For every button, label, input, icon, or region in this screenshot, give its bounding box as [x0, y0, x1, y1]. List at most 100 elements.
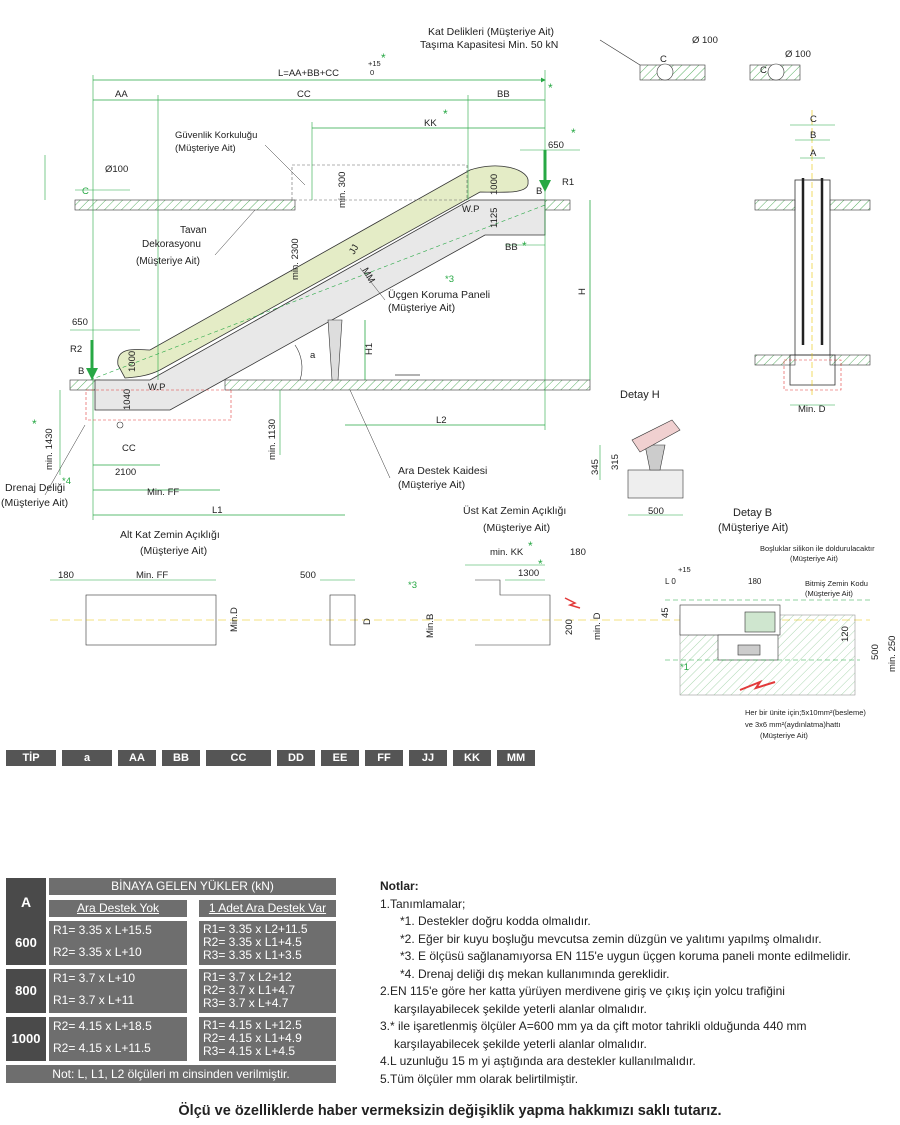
- label-bitmis: Bitmiş Zemin Kodu: [805, 579, 868, 588]
- label-detay-b: Detay B: [733, 507, 772, 519]
- label-l2: L2: [436, 415, 447, 426]
- escalator-truss: [94, 199, 546, 411]
- load-row-600-right: R1= 3.35 x L2+11.5 R2= 3.35 x L1+4.5 R3=…: [199, 921, 336, 965]
- label-2100: 2100: [115, 467, 136, 478]
- load-row-600-left: R1= 3.35 x L+15.5 R2= 3.35 x L+10: [49, 921, 187, 965]
- footer-disclaimer: Ölçü ve özelliklerde haber vermeksizin d…: [178, 1103, 722, 1119]
- load-row-800-right: R1= 3.7 x L2+12 R2= 3.7 x L1+4.7 R3= 3.7…: [199, 969, 336, 1013]
- header-col-aa: AA: [118, 750, 156, 766]
- label-aa: AA: [115, 89, 128, 100]
- label-d-alt: D: [362, 618, 373, 625]
- label-650-top: 650: [548, 140, 564, 151]
- label-cc: CC: [297, 89, 311, 100]
- load-row-600-type: 600: [6, 921, 46, 965]
- load-row-600-right-2: R2= 3.35 x L1+4.5: [203, 935, 302, 949]
- load-row-600-left-1: R1= 3.35 x L+15.5: [53, 923, 152, 937]
- label-n1: *1: [680, 662, 689, 673]
- load-row-800-type: 800: [6, 969, 46, 1013]
- label-cc-low: CC: [122, 443, 136, 454]
- label-tavan: Tavan: [180, 225, 207, 236]
- label-zero: 0: [370, 68, 374, 77]
- note-3b: karşılayabilecek şekilde yeterli alanlar…: [394, 1036, 647, 1051]
- label-alt-kat-owner: (Müşteriye Ait): [140, 545, 207, 557]
- star-4: *: [571, 126, 576, 140]
- label-guvenlik: Güvenlik Korkuluğu: [175, 130, 257, 141]
- load-table-a: A: [6, 878, 46, 927]
- notes-title: Notlar:: [380, 879, 419, 893]
- label-500-h: 500: [648, 506, 664, 517]
- load-row-1000-left-1: R2= 4.15 x L+18.5: [53, 1019, 152, 1033]
- note-1-2: *2. Eğer bir kuyu boşluğu mevcutsa zemin…: [400, 931, 822, 946]
- note-1-1: *1. Destekler doğru kodda olmalıdır.: [400, 914, 591, 928]
- load-row-1000-right-3: R3= 4.15 x L+4.5: [203, 1044, 296, 1058]
- label-alt-kat: Alt Kat Zemin Açıklığı: [120, 529, 220, 541]
- header-col-kk: KK: [453, 750, 491, 766]
- center-line: [89, 204, 546, 381]
- load-table-col1: Ara Destek Yok: [49, 900, 187, 917]
- label-mind: min. D: [592, 612, 603, 640]
- label-n3: *3: [445, 274, 454, 285]
- header-col-ff: FF: [365, 750, 403, 766]
- header-col-bb: BB: [162, 750, 200, 766]
- label-345: 345: [590, 459, 601, 475]
- label-45: 45: [660, 607, 671, 618]
- note-3: 3.* ile işaretlenmiş ölçüler A=600 mm ya…: [380, 1019, 807, 1033]
- note-1: 1.Tanımlamalar;: [380, 896, 466, 911]
- label-r2: R2: [70, 344, 82, 355]
- label-drenaj: Drenaj Deliği: [5, 482, 65, 494]
- label-bb: BB: [497, 89, 510, 100]
- label-c-a: C: [660, 54, 667, 65]
- type-header-row: TİP a AA BB CC DD EE FF JJ KK MM: [6, 750, 535, 766]
- star-5: *: [522, 239, 527, 253]
- note-2b: karşılayabilecek şekilde yeterli alanlar…: [394, 1001, 647, 1016]
- label-b-section: B: [810, 130, 816, 141]
- label-r1: R1: [562, 177, 574, 188]
- label-650-low: 650: [72, 317, 88, 328]
- label-plus15-b: +15: [678, 565, 691, 574]
- label-dekorasyonu: Dekorasyonu: [142, 239, 201, 250]
- label-d100-a: Ø 100: [692, 35, 718, 46]
- load-row-800-right-1: R1= 3.7 x L2+12: [203, 970, 292, 984]
- label-bitmis-owner: (Müşteriye Ait): [805, 589, 853, 598]
- load-row-600-left-2: R2= 3.35 x L+10: [53, 945, 142, 959]
- label-min-d-section: Min. D: [798, 404, 826, 415]
- star-2: *: [548, 81, 553, 95]
- label-min1430: min. 1430: [44, 428, 55, 470]
- label-minkk: min. KK: [490, 547, 524, 558]
- load-row-1000-left: R2= 4.15 x L+18.5 R2= 4.15 x L+11.5: [49, 1017, 187, 1061]
- label-min2300: min. 2300: [290, 238, 301, 280]
- middle-support: [327, 319, 343, 381]
- star-1: *: [381, 51, 386, 65]
- label-alpha: a: [310, 350, 316, 361]
- label-minff: Min. FF: [147, 487, 179, 498]
- label-1300: 1300: [518, 568, 539, 579]
- upper-floor-slab: [74, 199, 296, 211]
- header-col-dd: DD: [277, 750, 315, 766]
- load-row-600-right-1: R1= 3.35 x L2+11.5: [203, 922, 308, 936]
- label-l1: L1: [212, 505, 223, 516]
- label-wp-top: W.P: [462, 204, 479, 215]
- label-1000-low: 1000: [127, 351, 138, 372]
- label-minb: Min.B: [425, 614, 436, 638]
- load-row-800-left: R1= 3.7 x L+10 R1= 3.7 x L+11: [49, 969, 187, 1013]
- label-plus15: +15: [368, 59, 381, 68]
- label-bosluklar: Boşluklar silikon ile doldurulacaktır: [760, 544, 875, 553]
- label-ust-kat-owner: (Müşteriye Ait): [483, 522, 550, 534]
- label-d100-main: Ø100: [105, 164, 128, 175]
- label-bosluklar-owner: (Müşteriye Ait): [790, 554, 838, 563]
- notes-section: Notlar: 1.Tanımlamalar; *1. Destekler do…: [380, 878, 900, 1088]
- label-d100-b: Ø 100: [785, 49, 811, 60]
- label-wp-low: W.P: [148, 382, 165, 393]
- load-row-800-left-1: R1= 3.7 x L+10: [53, 971, 136, 985]
- load-row-600-right-3: R3= 3.35 x L1+3.5: [203, 948, 302, 962]
- label-1125: 1125: [489, 208, 500, 228]
- label-min1130: min. 1130: [267, 419, 278, 460]
- label-ara-destek-owner: (Müşteriye Ait): [398, 479, 465, 491]
- label-l-formula: L=AA+BB+CC: [278, 68, 339, 79]
- label-a-section: A: [810, 148, 817, 159]
- label-l0: L 0: [665, 577, 676, 586]
- label-her-bir: Her bir ünite için;5x10mm²(besleme): [745, 708, 866, 717]
- label-1040: 1040: [122, 389, 133, 410]
- label-minff-alt: Min. FF: [136, 570, 168, 581]
- header-col-tip: TİP: [6, 750, 56, 766]
